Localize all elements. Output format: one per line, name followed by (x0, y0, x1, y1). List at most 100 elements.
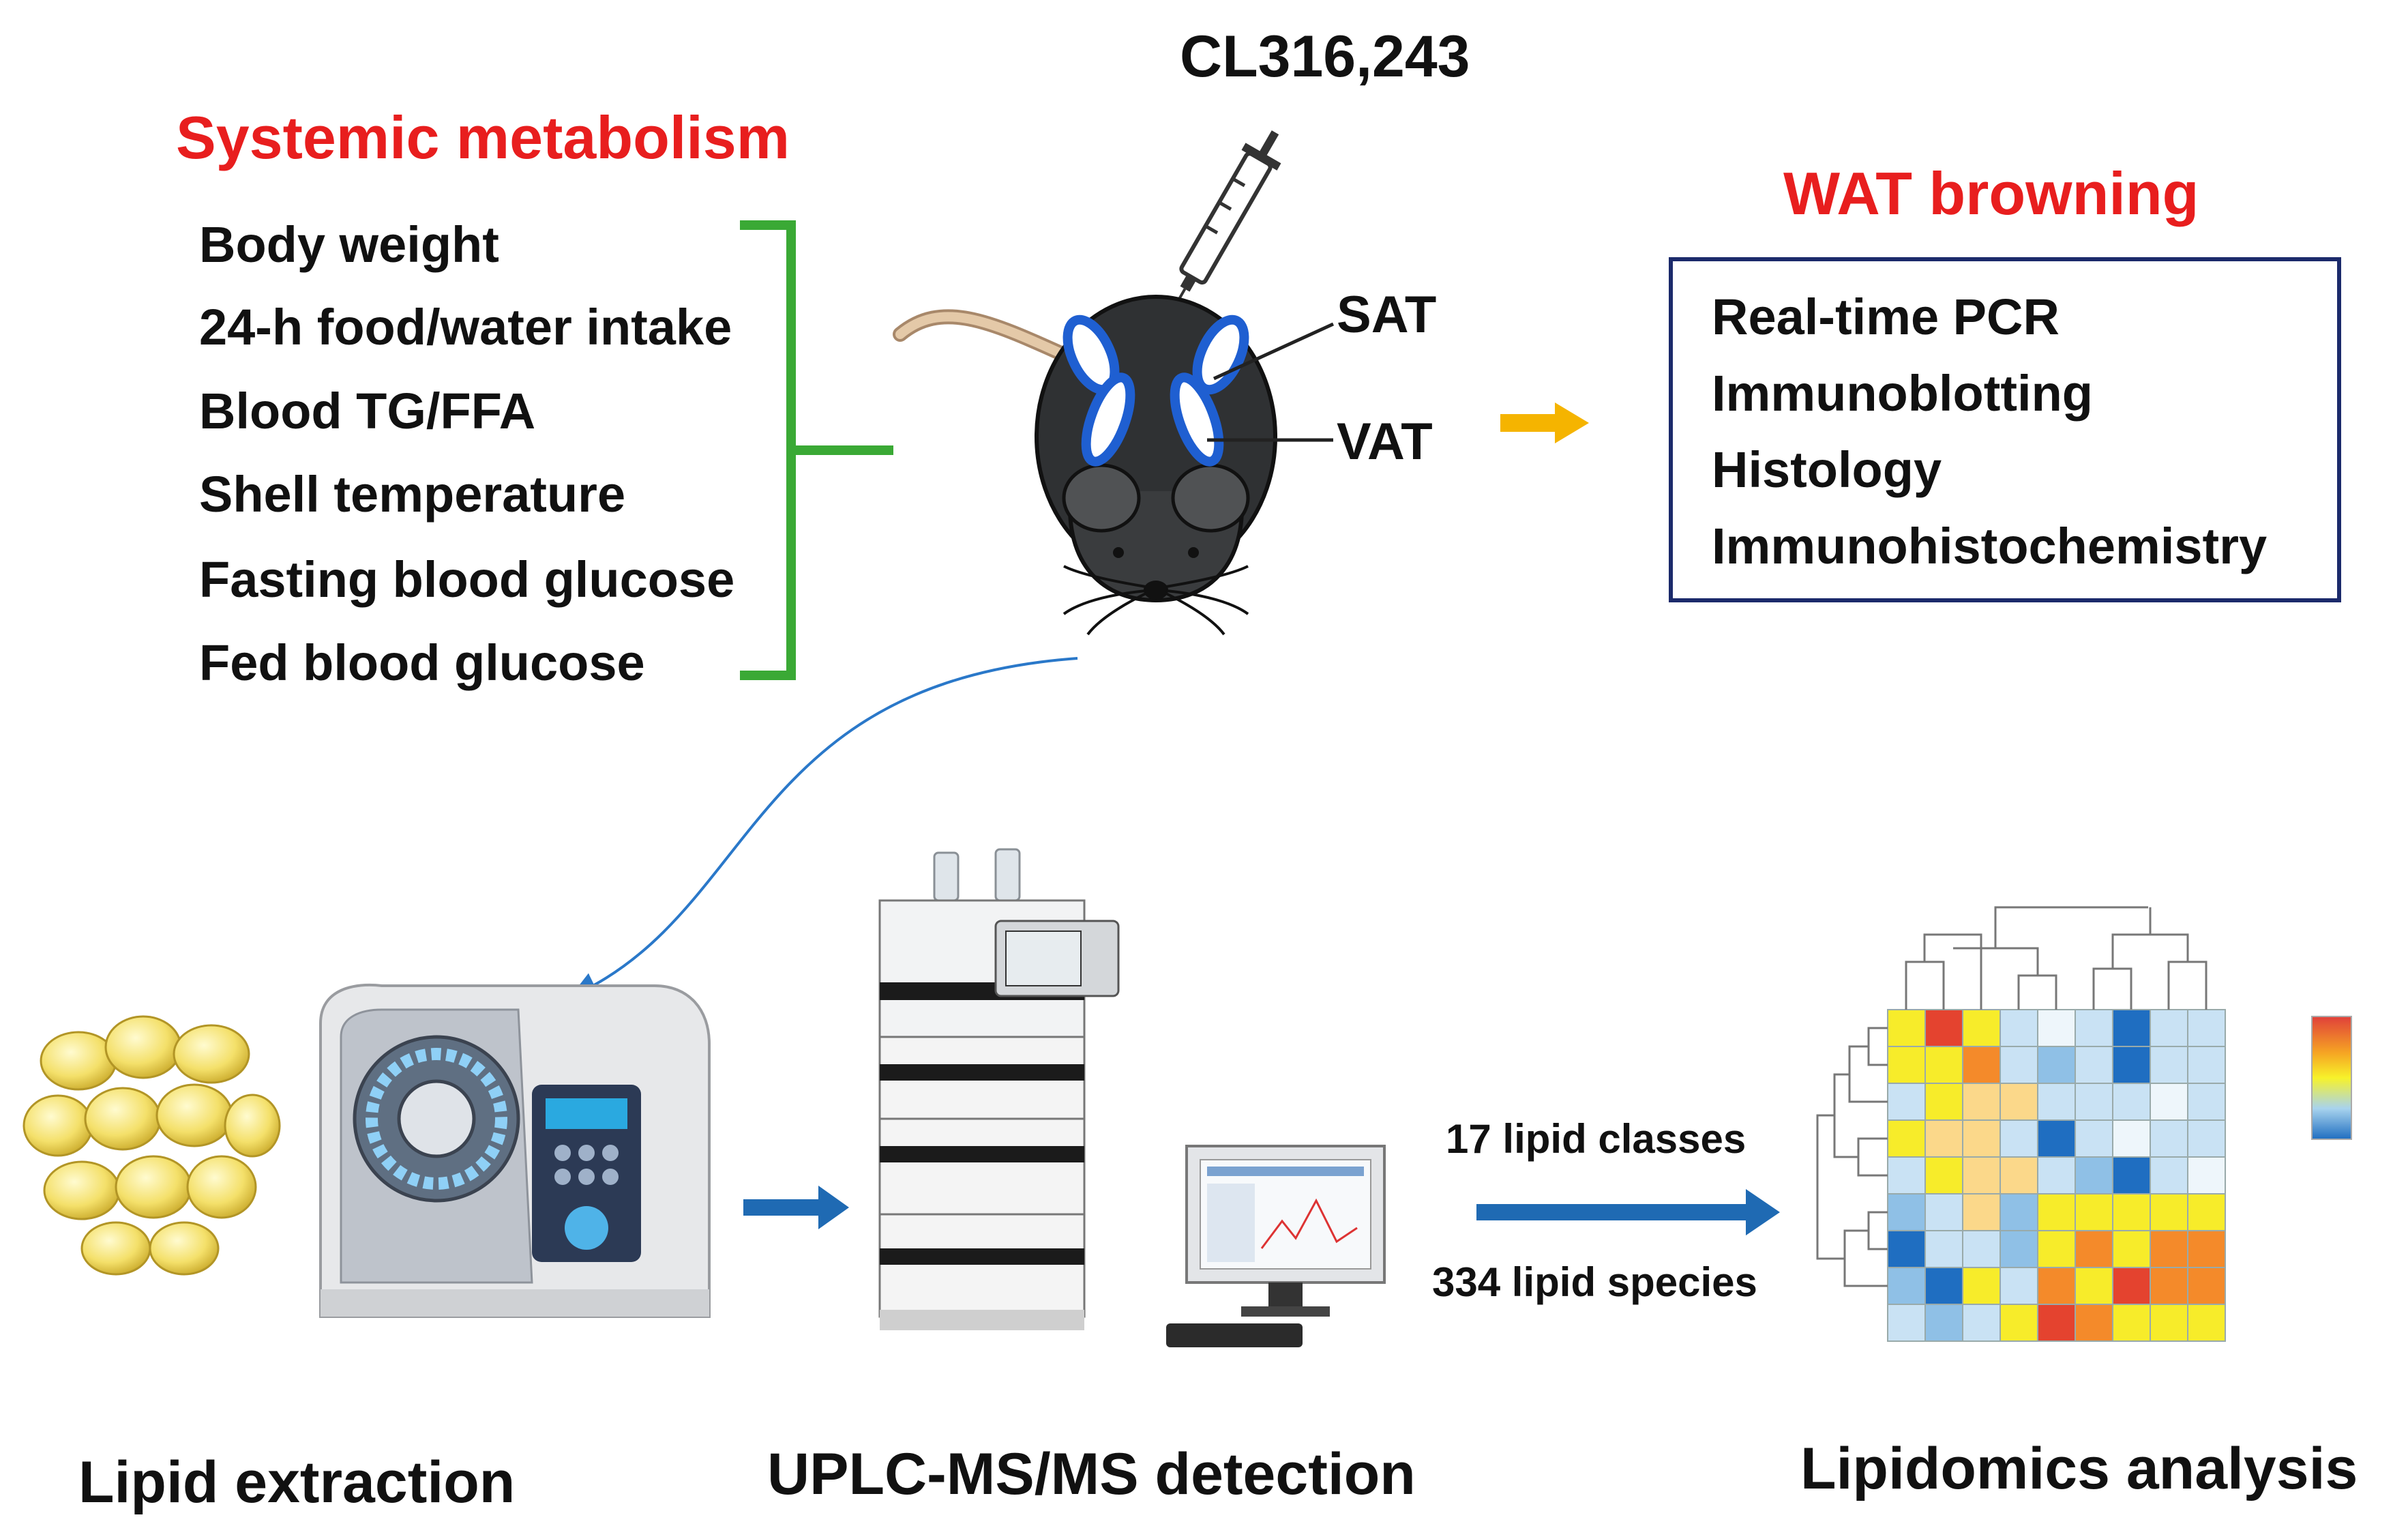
heatmap-cell (1924, 1009, 1963, 1047)
vat-label: VAT (1337, 413, 1433, 471)
list-item: 24-h food/water intake (199, 299, 732, 355)
lipidomics-analysis-label: Lipidomics analysis (1800, 1436, 2358, 1501)
heatmap-cell (2037, 1267, 2076, 1305)
heatmap-cell (1924, 1046, 1963, 1084)
heatmap-cell (2112, 1156, 2151, 1194)
uplc-instrument-image (878, 848, 1120, 1330)
lipid-classes-label: 17 lipid classes (1446, 1116, 1746, 1162)
heatmap-cell (2187, 1046, 2226, 1084)
heatmap-cell (2037, 1046, 2076, 1084)
list-item: Shell temperature (199, 466, 626, 523)
heatmap-cell (2150, 1156, 2188, 1194)
heatmap-cell (2075, 1304, 2113, 1342)
heatmap-cell (1962, 1156, 2001, 1194)
list-item: Immunohistochemistry (1712, 518, 2268, 574)
heatmap-cell (2187, 1304, 2226, 1342)
heatmap-cell (2000, 1193, 2038, 1231)
heatmap-cell (2187, 1119, 2226, 1158)
heatmap-cell (2112, 1193, 2151, 1231)
heatmap-cell (2075, 1009, 2113, 1047)
heatmap-cell (2037, 1304, 2076, 1342)
heatmap-cell (2075, 1193, 2113, 1231)
list-item: Fasting blood glucose (199, 551, 735, 608)
heatmap-cell (2037, 1156, 2076, 1194)
homogenizer-image (319, 983, 711, 1318)
heatmap-cell (2112, 1046, 2151, 1084)
heatmap-cell (1962, 1304, 2001, 1342)
heatmap-cell (2000, 1156, 2038, 1194)
heatmap-cell (1887, 1193, 1926, 1231)
list-item: Fed blood glucose (199, 634, 645, 691)
wat-methods-box (1669, 257, 2341, 602)
lipid-extraction-label: Lipid extraction (78, 1450, 516, 1515)
heatmap-cell (2000, 1267, 2038, 1305)
heatmap-cell (2075, 1267, 2113, 1305)
heatmap-cell (1924, 1156, 1963, 1194)
heatmap-cell (1924, 1304, 1963, 1342)
heatmap-cell (2075, 1046, 2113, 1084)
curved-blue-arrow (569, 657, 1078, 998)
heatmap-cell (1887, 1230, 1926, 1268)
list-item: Histology (1712, 441, 1942, 498)
heatmap-cell (1962, 1083, 2001, 1121)
heatmap-cell (1924, 1193, 1963, 1231)
heatmap-cell (2075, 1230, 2113, 1268)
heatmap-cell (2112, 1119, 2151, 1158)
heatmap-cell (1887, 1083, 1926, 1121)
heatmap-cell (2037, 1083, 2076, 1121)
lipid-species-label: 334 lipid species (1432, 1259, 1757, 1305)
heatmap-cell (1887, 1304, 1926, 1342)
heatmap-cell (2187, 1083, 2226, 1121)
heatmap-cell (2187, 1009, 2226, 1047)
heatmap-cell (2000, 1304, 2038, 1342)
heatmap-cell (1887, 1119, 1926, 1158)
heatmap-cell (2000, 1083, 2038, 1121)
heatmap-cell (1924, 1119, 1963, 1158)
heatmap-cell (1962, 1267, 2001, 1305)
heatmap-cell (1962, 1119, 2001, 1158)
heatmap-cell (2112, 1009, 2151, 1047)
heatmap-cell (2037, 1009, 2076, 1047)
heatmap-cell (2037, 1193, 2076, 1231)
heatmap-cell (1962, 1193, 2001, 1231)
heatmap-cell (2112, 1304, 2151, 1342)
uplc-detection-label: UPLC-MS/MS detection (767, 1441, 1416, 1507)
dendrogram (1816, 906, 2208, 1287)
heatmap-cell (2075, 1119, 2113, 1158)
wat-browning-title: WAT browning (1783, 160, 2199, 227)
heatmap-cell (1887, 1046, 1926, 1084)
green-bracket (740, 220, 893, 680)
heatmap-cell (1924, 1267, 1963, 1305)
heatmap-cell (2150, 1119, 2188, 1158)
blue-arrow-1 (743, 1186, 849, 1229)
list-item: Real-time PCR (1712, 289, 2060, 345)
heatmap-cell (2112, 1230, 2151, 1268)
heatmap-cell (2112, 1267, 2151, 1305)
heatmap-cell (2187, 1156, 2226, 1194)
heatmap-cell (2075, 1156, 2113, 1194)
fat-droplets-image (23, 1015, 281, 1276)
heatmap-cell (2187, 1230, 2226, 1268)
heatmap-cell (1924, 1083, 1963, 1121)
sat-label: SAT (1337, 286, 1437, 344)
heatmap-image (1816, 906, 2226, 1342)
systemic-metabolism-title: Systemic metabolism (176, 104, 790, 171)
heatmap-cell (1887, 1009, 1926, 1047)
heatmap-cell (2075, 1083, 2113, 1121)
heatmap-cell (2150, 1083, 2188, 1121)
heatmap-color-scale (2311, 1016, 2352, 1140)
heatmap-cell (1887, 1267, 1926, 1305)
blue-arrow-2 (1476, 1189, 1780, 1235)
orange-arrow (1500, 402, 1589, 443)
list-item: Blood TG/FFA (199, 383, 536, 439)
heatmap-cell (2150, 1193, 2188, 1231)
heatmap-cell (2150, 1046, 2188, 1084)
heatmap-cell (2150, 1009, 2188, 1047)
drug-label: CL316,243 (1180, 24, 1470, 89)
heatmap-cell (2000, 1046, 2038, 1084)
heatmap-cell (1924, 1230, 1963, 1268)
heatmap-cell (1962, 1009, 2001, 1047)
heatmap-cell (2037, 1230, 2076, 1268)
